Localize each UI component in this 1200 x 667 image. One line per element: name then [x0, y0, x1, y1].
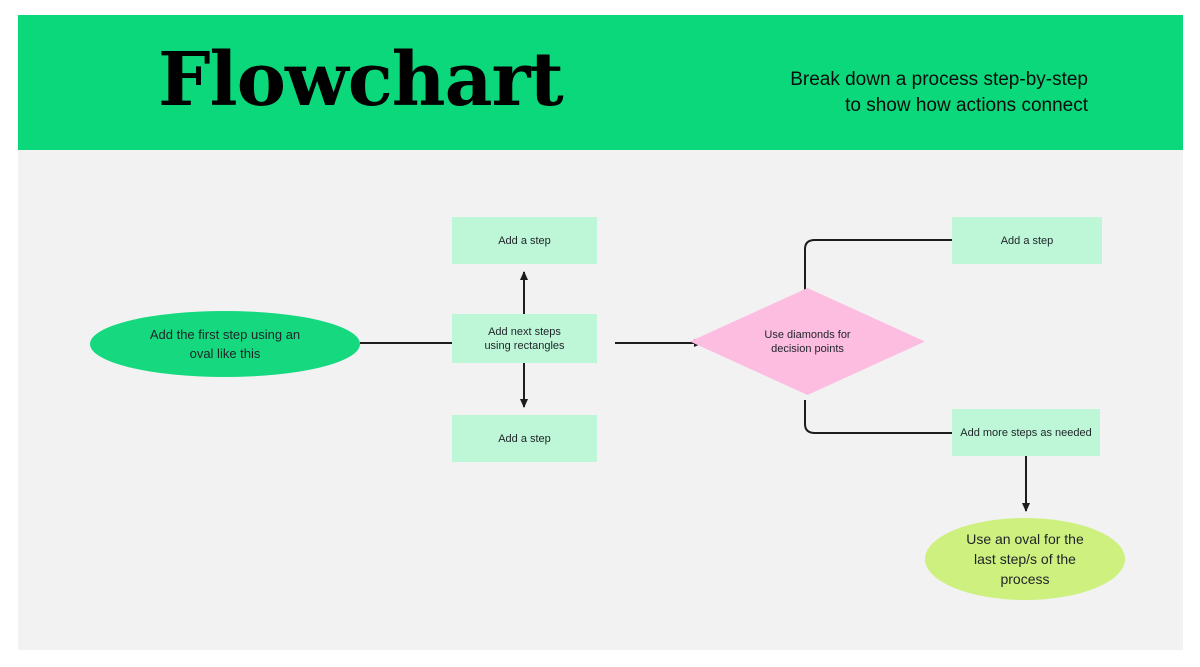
node-start-line-1: Add the first step using an [149, 327, 301, 342]
node-decision-line-1: Use diamonds for [764, 328, 851, 341]
node-step-top-right[interactable]: Add a step [952, 217, 1102, 264]
node-end-line-1: Use an oval for the [966, 531, 1084, 547]
node-step-bottom-left[interactable]: Add a step [452, 415, 597, 462]
node-end-line-3: process [1000, 571, 1050, 587]
node-start-oval[interactable]: Add the first step using an oval like th… [90, 311, 360, 377]
node-step-top-left-label: Add a step [498, 234, 551, 247]
node-decision-label: Use diamonds for decision points [764, 328, 850, 356]
header-banner: Flowchart Break down a process step-by-s… [18, 15, 1183, 150]
node-decision-diamond[interactable]: Use diamonds for decision points [690, 288, 925, 395]
header-subtitle: Break down a process step-by-step to sho… [790, 67, 1088, 119]
node-start-line-2: oval like this [189, 346, 261, 361]
node-step-center-line-2: using rectangles [484, 339, 565, 352]
node-step-bottom-left-label: Add a step [498, 432, 551, 445]
flowchart-canvas: Add the first step using an oval like th… [18, 150, 1183, 650]
connector-decision-to-bottom-right [804, 400, 963, 437]
node-end-oval[interactable]: Use an oval for the last step/s of the p… [925, 518, 1125, 600]
header-subtitle-line-1: Break down a process step-by-step [790, 69, 1088, 90]
page-title: Flowchart [158, 37, 564, 123]
node-step-top-right-label: Add a step [1000, 234, 1054, 247]
node-step-center-line-1: Add next steps [488, 325, 561, 338]
node-step-top-left[interactable]: Add a step [452, 217, 597, 264]
node-end-line-2: last step/s of the [974, 551, 1076, 567]
header-subtitle-line-2: to show how actions connect [845, 95, 1088, 116]
node-step-center-label: Add next steps using rectangles [484, 325, 564, 353]
node-step-center[interactable]: Add next steps using rectangles [452, 314, 597, 363]
node-end-label: Use an oval for the last step/s of the p… [966, 529, 1084, 589]
node-start-label: Add the first step using an oval like th… [150, 325, 300, 363]
node-step-bottom-right-label: Add more steps as needed [960, 426, 1092, 439]
node-step-bottom-right[interactable]: Add more steps as needed [952, 409, 1100, 456]
node-decision-line-2: decision points [771, 342, 844, 355]
